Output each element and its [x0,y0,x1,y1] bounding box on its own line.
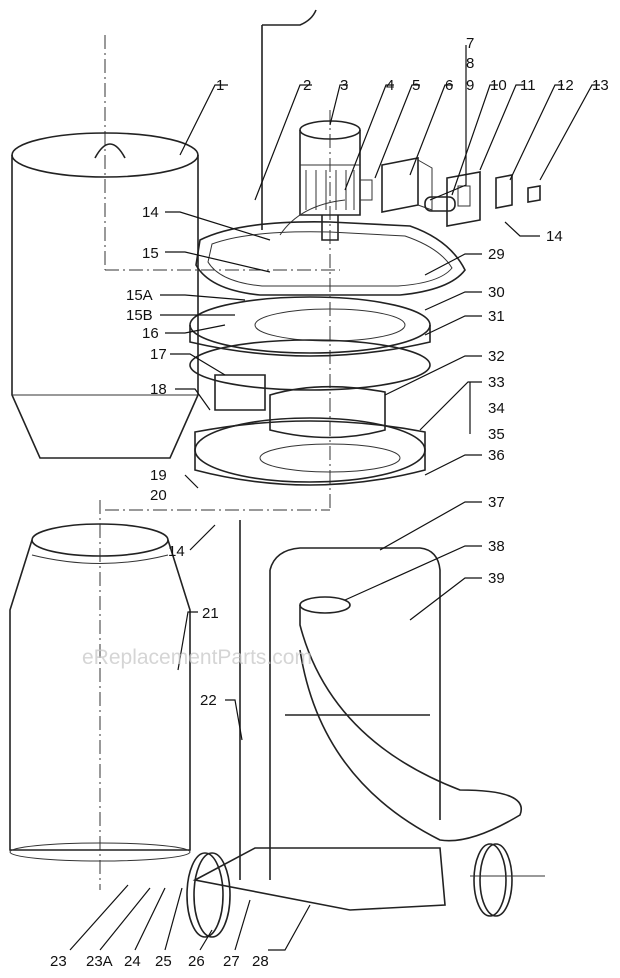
callout-14-right: 14 [546,228,563,245]
callout-21: 21 [202,605,219,622]
callout-34: 34 [488,400,505,417]
callout-labels: 1 2 3 4 5 6 7 8 9 10 11 12 13 14 14 15 1… [50,35,609,970]
callout-15A: 15A [126,287,153,304]
callout-10: 10 [490,77,507,94]
fan-housing [189,339,431,486]
callout-24: 24 [124,953,141,970]
callout-31: 31 [488,308,505,325]
power-cord [279,199,346,236]
callout-19: 19 [150,467,167,484]
callout-16: 16 [142,325,159,342]
callout-9: 9 [466,77,474,94]
callout-17: 17 [150,346,167,363]
wheels [186,843,545,938]
callout-12: 12 [557,77,574,94]
callout-33: 33 [488,374,505,391]
handle-rod [261,9,317,230]
callout-15: 15 [142,245,159,262]
top-ring [195,221,466,296]
callout-1: 1 [216,77,224,94]
motor [299,120,373,241]
dust-tube [299,596,522,842]
lower-collection-bag [9,523,191,862]
callout-39: 39 [488,570,505,587]
callout-4: 4 [386,77,394,94]
callout-18: 18 [150,381,167,398]
callout-14-lower: 14 [168,543,185,560]
stand-frame [192,520,446,911]
callout-2: 2 [303,77,311,94]
switch-box [381,157,541,227]
callout-36: 36 [488,447,505,464]
callout-25: 25 [155,953,172,970]
callout-7: 7 [466,35,474,52]
callout-28: 28 [252,953,269,970]
callout-32: 32 [488,348,505,365]
callout-20: 20 [150,487,167,504]
callout-26: 26 [188,953,205,970]
callout-8: 8 [466,55,474,72]
callout-35: 35 [488,426,505,443]
callout-5: 5 [412,77,420,94]
callout-23: 23 [50,953,67,970]
callout-23A: 23A [86,953,113,970]
callout-6: 6 [445,77,453,94]
callout-30: 30 [488,284,505,301]
callout-3: 3 [340,77,348,94]
callout-14-upper: 14 [142,204,159,221]
callout-27: 27 [223,953,240,970]
callout-38: 38 [488,538,505,555]
callout-29: 29 [488,246,505,263]
leader-lines [69,45,600,951]
callout-22: 22 [200,692,217,709]
callout-11: 11 [520,77,536,94]
watermark: eReplacementParts.com [82,646,312,669]
callout-13: 13 [592,77,609,94]
callout-37: 37 [488,494,505,511]
callout-15B: 15B [126,307,153,324]
